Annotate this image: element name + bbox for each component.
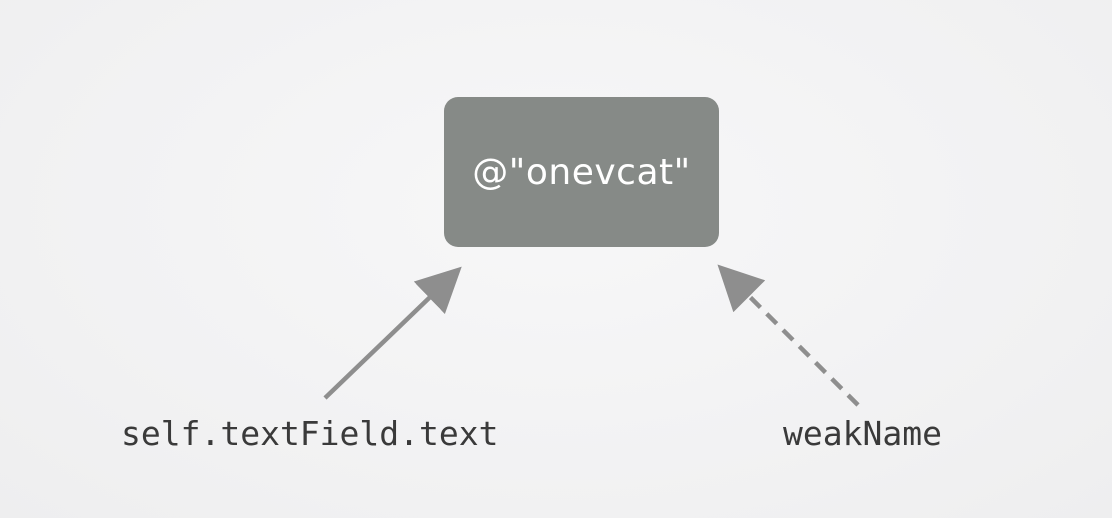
weak-reference-arrow xyxy=(717,264,860,407)
weak-reference-label: weakName xyxy=(783,414,942,453)
strong-reference-label: self.textField.text xyxy=(121,414,499,453)
string-object-box: @"onevcat" xyxy=(444,97,719,247)
strong-reference-arrow xyxy=(323,266,462,400)
string-object-label: @"onevcat" xyxy=(472,151,691,193)
